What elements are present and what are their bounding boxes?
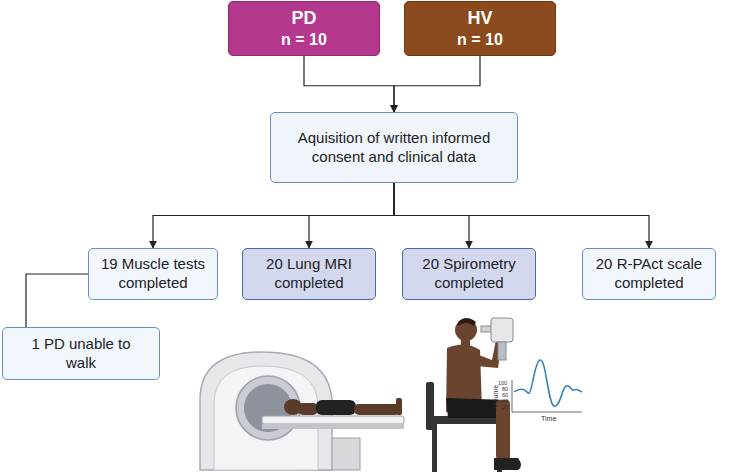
group-count: n = 10 [457,30,503,50]
group-box: PDn = 10 [228,1,380,56]
connector [394,183,649,248]
group-name: HV [467,7,492,30]
box-text: 20 Lung MRI completed [251,255,367,293]
box-text: 20 R-PAct scale completed [591,255,707,293]
group-box: HVn = 10 [404,1,556,56]
axis-title: Time [541,415,556,422]
box-text: 19 Muscle tests completed [97,255,209,293]
spirometry-graph [512,360,582,412]
axis-title: Volume [492,385,499,408]
spirometry-subject [426,318,521,472]
axis-tick: 40 [502,399,508,405]
connector [304,56,394,113]
box-text: 20 Spirometry completed [411,255,527,293]
axis-tick: 80 [502,387,508,393]
connector [309,183,394,248]
group-name: PD [291,7,316,30]
connector [394,56,480,113]
box-text: 1 PD unable to walk [26,335,136,373]
connector [153,183,394,248]
mri-scanner [200,352,404,470]
box-text: Aquisition of written informed consent a… [284,129,504,167]
axis-tick: 60 [502,393,508,399]
axis-tick: 20 [502,405,508,411]
process-box: Aquisition of written informed consent a… [270,112,518,183]
outcome-box: 20 Lung MRI completed [242,248,376,300]
outcome-box: 19 Muscle tests completed [88,248,218,300]
exclusion-box: 1 PD unable to walk [2,327,160,380]
outcome-box: 20 R-PAct scale completed [582,248,716,300]
group-count: n = 10 [281,30,327,50]
axis-tick: 100 [498,381,507,387]
outcome-box: 20 Spirometry completed [402,248,536,300]
connector [26,274,88,327]
